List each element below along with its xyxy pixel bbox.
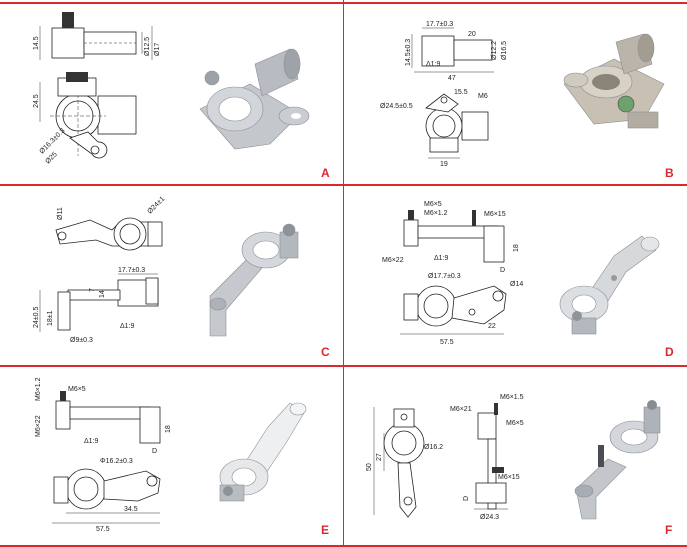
dim-label: Ø17 bbox=[154, 43, 161, 56]
panel-d: M6×5 M6×1.2 M6×15 M6×22 Δ1:9 18 D Ø17.7±… bbox=[344, 186, 687, 365]
terminal-photo-e bbox=[219, 402, 307, 502]
drawing-b: 17.7±0.3 14.5±0.3 20 Ø12.2 Ø16.5 Δ1:9 47… bbox=[380, 21, 665, 168]
terminal-photo-c bbox=[209, 223, 299, 337]
dim-label: 14.5±0.3 bbox=[405, 39, 412, 66]
dim-label: 20 bbox=[468, 31, 476, 38]
dim-label: 14 bbox=[99, 290, 106, 298]
dim-label: D bbox=[152, 448, 157, 455]
dim-label: Ø24±1 bbox=[146, 196, 166, 216]
dim-label: M6×15 bbox=[484, 211, 506, 218]
panel-b: 17.7±0.3 14.5±0.3 20 Ø12.2 Ø16.5 Δ1:9 47… bbox=[344, 4, 687, 184]
panel-c: Ø11 Ø24±1 17.7±0.3 7 14 24±0.5 18±1 Δ1:9… bbox=[0, 186, 343, 365]
dim-label: M6×21 bbox=[450, 406, 472, 413]
dim-label: 18 bbox=[165, 425, 172, 433]
dim-label: Φ16.2±0.3 bbox=[100, 458, 133, 465]
dim-label: 17.7±0.3 bbox=[118, 267, 145, 274]
dim-label: M6×22 bbox=[382, 257, 404, 264]
dim-label: 27 bbox=[376, 453, 383, 461]
panel-letter: E bbox=[321, 523, 330, 537]
dim-label: Ø17.7±0.3 bbox=[428, 273, 461, 280]
dim-label: Ø24.3 bbox=[480, 514, 499, 521]
dim-label: 57.5 bbox=[440, 339, 454, 346]
dim-label: M6×1.2 bbox=[424, 210, 448, 217]
panel-letter: D bbox=[665, 345, 674, 359]
dim-label: 17.7±0.3 bbox=[426, 21, 453, 28]
dim-label: D bbox=[500, 267, 505, 274]
dim-label: 34.5 bbox=[124, 506, 138, 513]
dim-label: 18 bbox=[513, 244, 520, 252]
dim-label: Ø11 bbox=[57, 207, 64, 220]
dim-label: M6×15 bbox=[498, 474, 520, 481]
dim-label: Ø24.5±0.5 bbox=[380, 103, 413, 110]
dim-label: 50 bbox=[366, 463, 373, 471]
dim-label: 15.5 bbox=[454, 89, 468, 96]
panel-letter: B bbox=[665, 166, 674, 180]
drawing-e: M6×22 M6×1.2 M6×5 Δ1:9 18 D Φ16.2±0.3 34… bbox=[35, 377, 307, 533]
dim-label: Δ1:9 bbox=[120, 323, 135, 330]
dim-label: 19 bbox=[440, 161, 448, 168]
dim-label: Δ1:9 bbox=[84, 438, 99, 445]
terminal-photo-b bbox=[563, 33, 665, 129]
dim-label: Δ1:9 bbox=[434, 255, 449, 262]
column-divider bbox=[343, 0, 344, 547]
dim-label: Ø12.2 bbox=[491, 41, 498, 60]
dim-label: M6×1.5 bbox=[500, 394, 524, 401]
dim-label: 47 bbox=[448, 75, 456, 82]
dim-label: M6×5 bbox=[424, 201, 442, 208]
dim-label: Ø12.5 bbox=[144, 37, 151, 56]
terminal-photo-f bbox=[574, 400, 661, 520]
drawing-f: 50 27 Ø16.2 M6×21 M6×1.5 M6×5 M6×15 D Ø2… bbox=[366, 394, 661, 521]
dim-label: Δ1:9 bbox=[426, 61, 441, 68]
dim-label: 24±0.5 bbox=[33, 307, 40, 328]
dim-label: M6×5 bbox=[68, 386, 86, 393]
dim-label: Ø9±0.3 bbox=[70, 337, 93, 344]
dim-label: Ø25 bbox=[44, 151, 58, 165]
dim-label: 18±1 bbox=[47, 310, 54, 326]
drawing-d: M6×5 M6×1.2 M6×15 M6×22 Δ1:9 18 D Ø17.7±… bbox=[382, 201, 660, 346]
dim-label: 57.5 bbox=[96, 526, 110, 533]
dim-label: 22 bbox=[488, 323, 496, 330]
terminal-photo-a bbox=[199, 48, 310, 150]
dim-label: Ø14 bbox=[510, 281, 523, 288]
panel-letter: C bbox=[321, 345, 330, 359]
dim-label: M6 bbox=[478, 93, 488, 100]
dim-label: M6×1.2 bbox=[35, 377, 42, 401]
terminal-photo-d bbox=[559, 235, 660, 335]
dim-label: 24.5 bbox=[33, 94, 40, 108]
dim-label: Ø16.2 bbox=[424, 444, 443, 451]
dim-label: 7 bbox=[89, 288, 96, 292]
drawing-a: 14.5 Ø12.5 Ø17 24.5 Ø16.3±0.3 Ø25 bbox=[33, 12, 310, 165]
panel-a: 14.5 Ø12.5 Ø17 24.5 Ø16.3±0.3 Ø25 bbox=[0, 4, 343, 184]
panel-f: 50 27 Ø16.2 M6×21 M6×1.5 M6×5 M6×15 D Ø2… bbox=[344, 367, 687, 545]
dim-label: M6×5 bbox=[506, 420, 524, 427]
panel-letter: A bbox=[321, 166, 330, 180]
dim-label: D bbox=[463, 496, 470, 501]
panel-letter: F bbox=[665, 523, 673, 537]
drawing-c: Ø11 Ø24±1 17.7±0.3 7 14 24±0.5 18±1 Δ1:9… bbox=[33, 196, 299, 344]
dim-label: M6×22 bbox=[35, 415, 42, 437]
dim-label: Ø16.5 bbox=[501, 41, 508, 60]
dim-label: 14.5 bbox=[33, 36, 40, 50]
panel-e: M6×22 M6×1.2 M6×5 Δ1:9 18 D Φ16.2±0.3 34… bbox=[0, 367, 343, 545]
